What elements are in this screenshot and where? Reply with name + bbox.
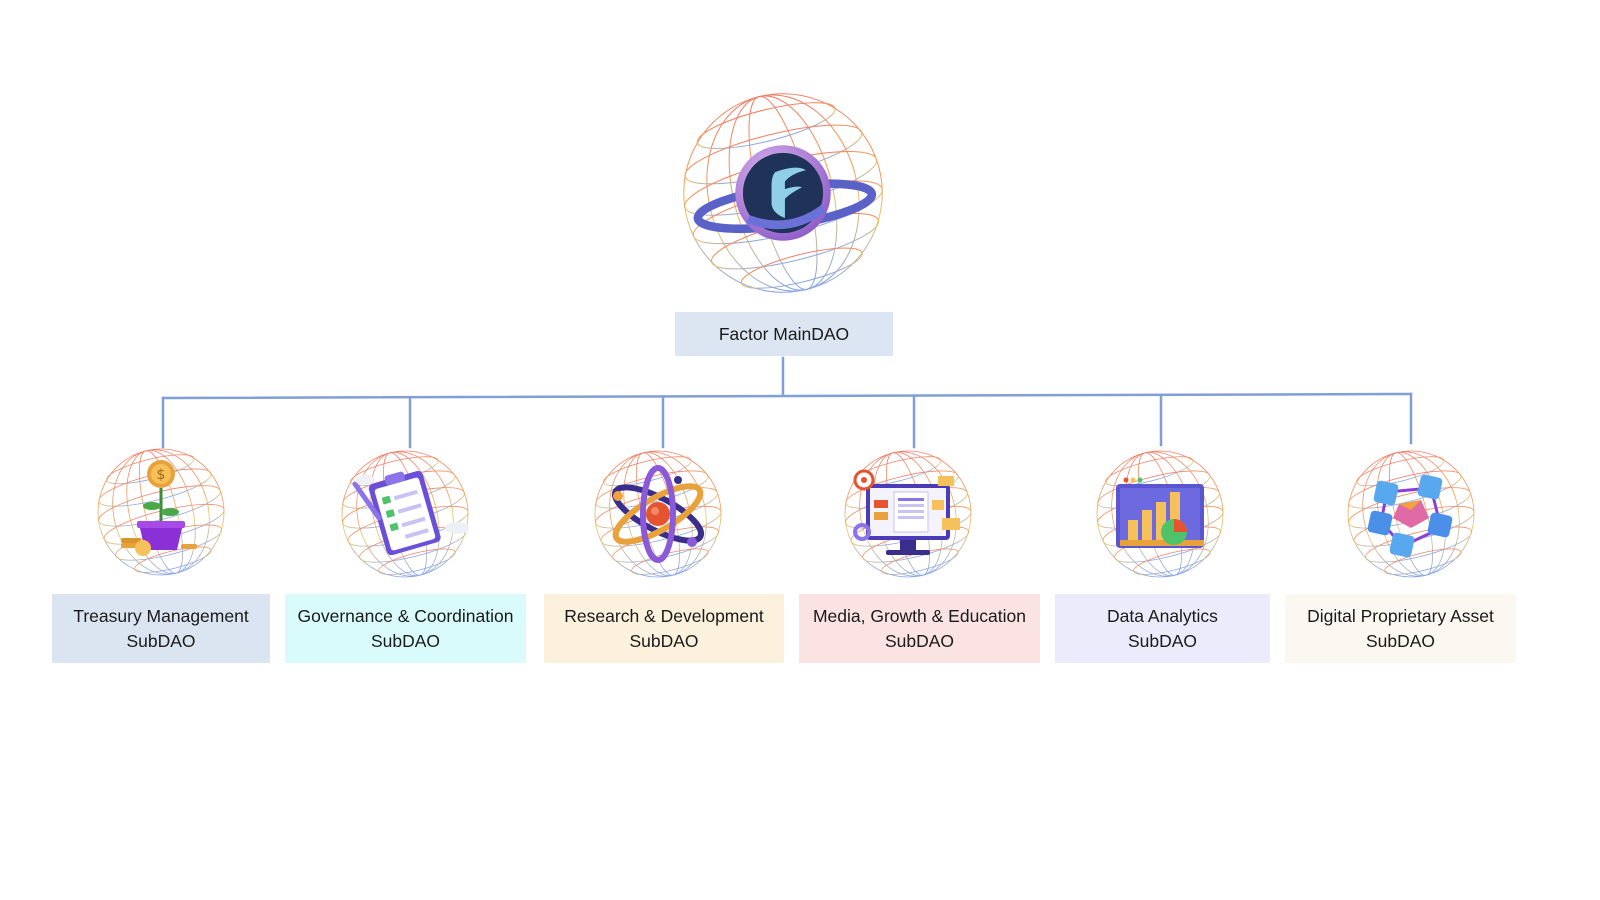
subdao-box-governance[interactable]: Governance & Coordination SubDAO	[285, 594, 526, 663]
subdao-title: Governance & Coordination	[297, 605, 514, 626]
subdao-suffix: SubDAO	[370, 630, 441, 651]
subdao-suffix: SubDAO	[126, 630, 196, 651]
subdao-title: Treasury Management	[73, 605, 249, 626]
subdao-box-digital-asset[interactable]: Digital Proprietary Asset SubDAO	[1285, 594, 1516, 663]
bar-chart-icon	[1096, 450, 1224, 578]
money-plant-icon-art: $	[121, 460, 197, 556]
subdao-title: Data Analytics	[1107, 605, 1218, 626]
content-monitor-icon-art	[853, 469, 960, 555]
wireframe-globe	[1347, 450, 1475, 578]
content-monitor-icon	[844, 450, 972, 578]
blockchain-cubes-icon-art	[1367, 474, 1453, 558]
clipboard-checklist-icon	[341, 450, 469, 578]
wireframe-globe	[1096, 450, 1224, 578]
main-dao-box[interactable]: Factor MainDAO	[675, 312, 893, 356]
subdao-title: Digital Proprietary Asset	[1307, 605, 1494, 626]
factor-planet-logo	[693, 145, 877, 241]
bar-chart-icon-art	[1116, 477, 1204, 548]
factor-logo-icon	[683, 93, 883, 293]
subdao-suffix: SubDAO	[629, 630, 699, 651]
money-plant-icon: $	[97, 448, 225, 576]
clipboard-checklist-icon-art	[352, 470, 469, 556]
blockchain-cubes-icon	[1347, 450, 1475, 578]
svg-text:$: $	[157, 467, 166, 483]
subdao-suffix: SubDAO	[884, 630, 955, 651]
subdao-box-treasury[interactable]: Treasury Management SubDAO	[52, 594, 270, 663]
atom-icon-art	[611, 465, 705, 563]
subdao-box-media[interactable]: Media, Growth & Education SubDAO	[799, 594, 1040, 663]
subdao-suffix: SubDAO	[1365, 630, 1436, 651]
subdao-box-research[interactable]: Research & Development SubDAO	[544, 594, 784, 663]
main-dao-label: Factor MainDAO	[718, 323, 850, 344]
atom-icon	[594, 450, 722, 578]
subdao-title: Research & Development	[564, 605, 764, 626]
subdao-suffix: SubDAO	[1127, 630, 1198, 651]
connector-horizontal	[161, 392, 1413, 400]
subdao-box-data-analytics[interactable]: Data Analytics SubDAO	[1055, 594, 1270, 663]
subdao-title: Media, Growth & Education	[812, 605, 1027, 626]
